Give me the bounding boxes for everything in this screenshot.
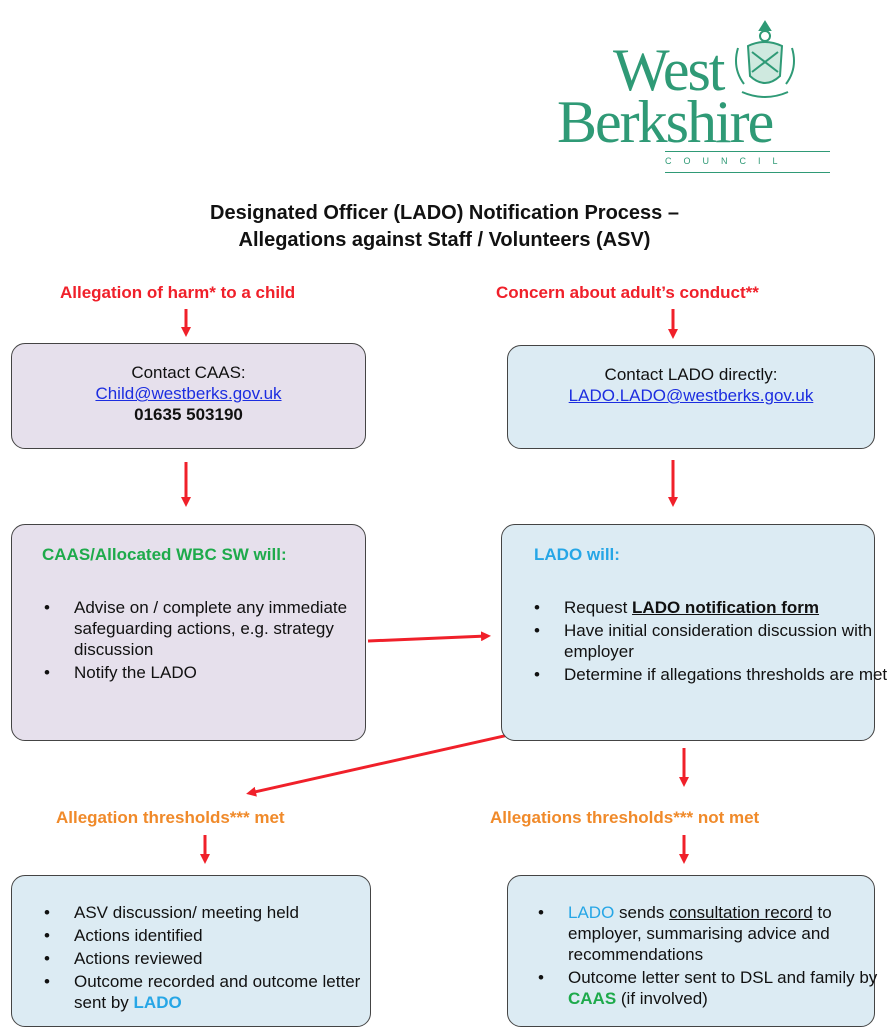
- logo-rule-top: [665, 151, 830, 152]
- caas-email-link[interactable]: Child@westberks.gov.uk: [95, 384, 282, 403]
- lado-email-link[interactable]: LADO.LADO@westberks.gov.uk: [568, 386, 814, 405]
- arrow-lado-will-to-met: [246, 732, 514, 797]
- not-met-box-lado-text: LADO: [568, 903, 615, 922]
- caas-will-heading: CAAS/Allocated WBC SW will:: [42, 545, 287, 564]
- met-box-lado-text: LADO: [133, 993, 182, 1012]
- west-berkshire-logo: West Berkshire COUNCIL: [555, 18, 840, 178]
- page-title-line-2: Allegations against Staff / Volunteers (…: [238, 229, 651, 251]
- met-box-item: Outcome recorded and outcome letter sent…: [44, 971, 374, 1013]
- lado-will-item: Request LADO notification form: [534, 597, 889, 618]
- caas-will-item: Notify the LADO: [44, 662, 374, 683]
- caas-will-box: CAAS/Allocated WBC SW will: Advise on / …: [11, 524, 366, 741]
- thresholds-not-met-label: Allegations thresholds*** not met: [490, 808, 760, 827]
- lado-will-box: LADO will: Request LADO notification for…: [501, 524, 887, 741]
- lado-will-item: Determine if allegations thresholds are …: [534, 664, 889, 685]
- thresholds-met-box: ASV discussion/ meeting held Actions ide…: [11, 875, 371, 1027]
- not-met-box-item: Outcome letter sent to DSL and family by…: [538, 967, 889, 1009]
- contact-caas-heading: Contact CAAS:: [131, 363, 246, 382]
- met-box-item: Actions identified: [44, 925, 374, 946]
- thresholds-met-label: Allegation thresholds*** met: [56, 808, 285, 827]
- logo-word-berkshire: Berkshire: [557, 89, 774, 155]
- lado-will-item: Have initial consideration discussion wi…: [534, 620, 889, 662]
- adult-conduct-concern-label: Concern about adult’s conduct**: [496, 283, 759, 302]
- crest-icon: [735, 20, 795, 98]
- caas-phone-number: 01635 503190: [134, 405, 243, 424]
- met-box-item: ASV discussion/ meeting held: [44, 902, 374, 923]
- thresholds-not-met-box: LADO sends consultation record to employ…: [507, 875, 877, 1027]
- not-met-box-item: LADO sends consultation record to employ…: [538, 902, 889, 965]
- consultation-record-link[interactable]: consultation record: [669, 903, 813, 922]
- lado-notification-form-link[interactable]: LADO notification form: [632, 598, 820, 617]
- logo-word-council: COUNCIL: [665, 156, 790, 166]
- contact-lado-box: Contact LADO directly: LADO.LADO@westber…: [507, 345, 875, 449]
- logo-word-west: West: [613, 37, 725, 103]
- page-title-line-1: Designated Officer (LADO) Notification P…: [210, 202, 679, 224]
- not-met-box-caas-text: CAAS: [568, 989, 617, 1008]
- allegation-of-harm-label: Allegation of harm* to a child: [60, 283, 296, 302]
- logo-rule-bottom: [665, 172, 830, 173]
- lado-will-heading: LADO will:: [534, 545, 620, 564]
- contact-caas-box: Contact CAAS: Child@westberks.gov.uk 016…: [11, 343, 366, 449]
- met-box-item: Actions reviewed: [44, 948, 374, 969]
- arrow-caas-will-to-lado-will: [367, 631, 491, 643]
- contact-lado-heading: Contact LADO directly:: [604, 365, 778, 384]
- caas-will-item: Advise on / complete any immediate safeg…: [44, 597, 374, 660]
